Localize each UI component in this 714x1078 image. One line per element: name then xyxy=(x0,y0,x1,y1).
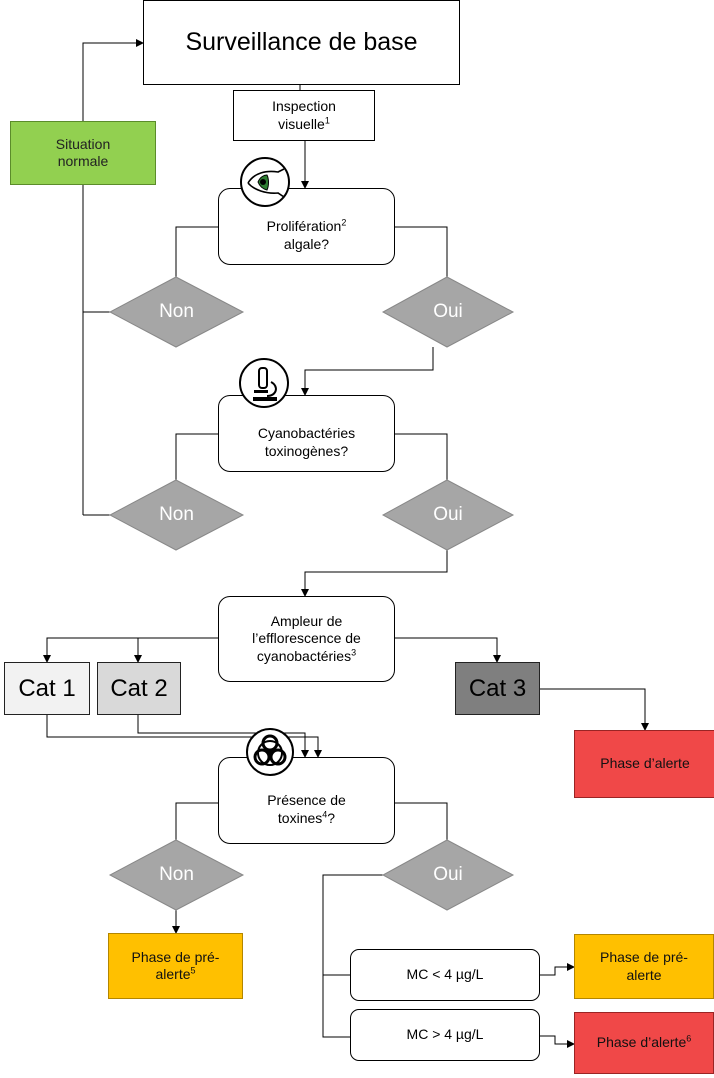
presence-label: Présence de toxines4? xyxy=(267,792,346,826)
link-mclow-prealerte xyxy=(540,963,575,976)
link-presence-non3 xyxy=(175,802,218,840)
mc-low-box: MC < 4 µg/L xyxy=(350,949,540,1001)
phase-alerte-label: Phase d’alerte xyxy=(600,755,690,772)
link-ampleur-cat3 xyxy=(395,637,501,663)
cat3-label: Cat 3 xyxy=(468,674,527,702)
cat2-box: Cat 2 xyxy=(97,662,181,715)
prealerte-right-label: Phase de pré-alerte xyxy=(600,949,688,983)
decision-oui-diamond xyxy=(381,276,515,348)
link-cat1-presence xyxy=(46,715,322,758)
microscope-icon xyxy=(239,358,289,408)
link-oui1-cyano xyxy=(301,347,434,396)
cat2-label: Cat 2 xyxy=(110,674,168,702)
cyanobacteries-question-box: Cyanobactéries toxinogènes? xyxy=(218,395,395,472)
link-presence-oui3 xyxy=(395,802,448,840)
link-loop-surveillance xyxy=(82,39,144,515)
eye-icon xyxy=(240,157,290,207)
phase-prealerte-box-left: Phase de pré-alerte5 xyxy=(108,933,243,999)
inspection-visuelle-box: Inspection visuelle1 xyxy=(233,90,375,141)
ampleur-box: Ampleur de l’efflorescence de cyanobacté… xyxy=(218,596,395,682)
cat1-label: Cat 1 xyxy=(18,674,76,702)
prealerte-left-label: Phase de pré-alerte5 xyxy=(131,948,220,983)
link-prolif-non1 xyxy=(175,226,218,277)
ampleur-label: Ampleur de l’efflorescence de cyanobacté… xyxy=(252,612,361,664)
presence-toxines-box: Présence de toxines4? xyxy=(218,757,395,844)
surveillance-label: Surveillance de base xyxy=(185,27,418,56)
link-oui3-mc xyxy=(322,874,383,1038)
link-cat3-alerte xyxy=(540,688,649,731)
cat1-box: Cat 1 xyxy=(4,662,90,715)
mc-high-label: MC > 4 µg/L xyxy=(406,1026,484,1043)
biohazard-icon xyxy=(246,728,294,776)
decision-non-diamond xyxy=(108,839,245,911)
link-cyano-oui2 xyxy=(395,433,448,480)
decision-oui-diamond xyxy=(381,479,515,551)
link-prolif-oui1 xyxy=(395,226,448,277)
cyano-label: Cyanobactéries toxinogènes? xyxy=(257,425,356,459)
link-cat2-presence xyxy=(137,715,309,758)
link-ampleur-cats xyxy=(43,637,218,663)
cat3-box: Cat 3 xyxy=(455,662,540,715)
decision-non-diamond xyxy=(108,479,245,551)
phase-prealerte-box-right: Phase de pré-alerte xyxy=(574,934,714,999)
mc-high-box: MC > 4 µg/L xyxy=(350,1009,540,1061)
link-cyano-non2 xyxy=(175,433,218,480)
phase-alerte-box: Phase d’alerte xyxy=(574,730,714,798)
phase-alerte-final-label: Phase d’alerte6 xyxy=(596,1033,692,1051)
decision-oui-diamond xyxy=(381,839,515,911)
situation-normale-box: Situation normale xyxy=(10,121,156,185)
phase-alerte-final-box: Phase d’alerte6 xyxy=(574,1012,714,1074)
mc-low-label: MC < 4 µg/L xyxy=(406,966,484,983)
link-oui2-ampleur xyxy=(301,550,448,597)
situation-label: Situation normale xyxy=(55,135,111,170)
decision-non-diamond xyxy=(108,276,245,348)
link-mchigh-alerte xyxy=(540,1035,575,1048)
inspection-label: Inspection visuelle1 xyxy=(272,98,336,132)
surveillance-de-base-box: Surveillance de base xyxy=(143,0,460,85)
